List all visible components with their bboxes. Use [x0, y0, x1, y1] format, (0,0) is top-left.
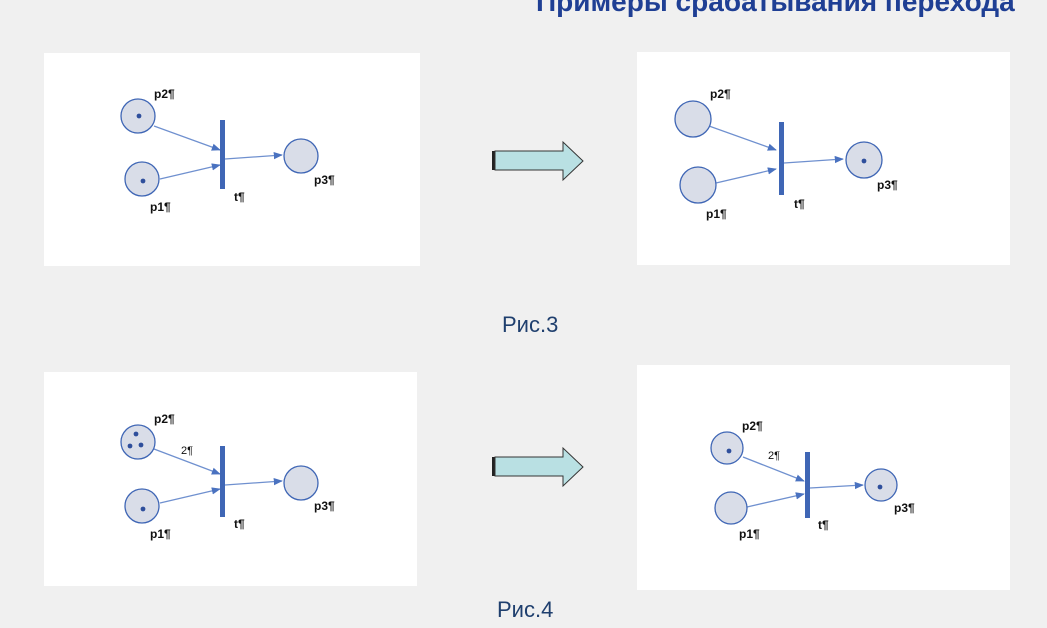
- place-p1: [124, 488, 160, 524]
- edge-p2-t: [153, 125, 221, 151]
- fig4-before-net: 2¶ p2¶ p1¶ p3¶ t¶: [120, 412, 335, 541]
- transition-t: [220, 120, 225, 189]
- token: [133, 431, 139, 437]
- firing-arrow-fig3: [491, 140, 586, 187]
- token: [140, 506, 146, 512]
- place-p2: [710, 431, 744, 465]
- place-p3: [283, 465, 319, 501]
- fig4-before-panel: 2¶ p2¶ p1¶ p3¶ t¶: [44, 372, 417, 586]
- label-p1: p1¶: [150, 200, 171, 214]
- transition-t: [779, 122, 784, 195]
- place-p2: [120, 424, 156, 460]
- label-p1: p1¶: [739, 527, 760, 541]
- fig4-after-net: 2¶ p2¶ p1¶ p3¶ t¶: [710, 419, 915, 541]
- transition-t: [220, 446, 225, 517]
- label-p2: p2¶: [710, 87, 731, 101]
- token: [726, 448, 732, 454]
- label-weight: 2¶: [768, 450, 780, 462]
- edge-t-p3: [224, 477, 283, 486]
- place-p2: [674, 100, 712, 138]
- edge-p2-t: [708, 125, 777, 151]
- label-p3: p3¶: [894, 501, 915, 515]
- fig3-before-net: p2¶ p1¶ p3¶ t¶: [120, 87, 335, 214]
- edge-p1-t: [715, 167, 777, 184]
- fig4-after-panel: 2¶ p2¶ p1¶ p3¶ t¶: [637, 365, 1010, 590]
- token: [127, 443, 133, 449]
- fig3-after-net: p2¶ p1¶ p3¶ t¶: [674, 87, 898, 221]
- token: [861, 158, 867, 164]
- token: [136, 113, 142, 119]
- place-p3: [283, 138, 319, 174]
- label-t: t¶: [234, 517, 245, 531]
- edge-p1-t: [746, 492, 805, 508]
- edge-p1-t: [159, 163, 221, 180]
- caption-fig4: Рис.4: [497, 597, 554, 622]
- label-weight: 2¶: [181, 445, 193, 457]
- label-t: t¶: [794, 197, 805, 211]
- edge-p2-t-weight2: [742, 456, 805, 482]
- firing-arrow-fig4: [491, 446, 586, 493]
- edge-t-p3: [809, 481, 864, 490]
- fig3-before-panel: p2¶ p1¶ p3¶ t¶: [44, 53, 420, 266]
- label-p1: p1¶: [150, 527, 171, 541]
- label-p2: p2¶: [154, 412, 175, 426]
- label-p3: p3¶: [314, 173, 335, 187]
- label-p3: p3¶: [877, 178, 898, 192]
- edge-t-p3: [224, 151, 283, 160]
- token: [140, 178, 146, 184]
- label-p2: p2¶: [154, 87, 175, 101]
- edge-t-p3: [783, 155, 844, 164]
- label-t: t¶: [234, 190, 245, 204]
- place-p1: [679, 166, 717, 204]
- label-t: t¶: [818, 518, 829, 532]
- edge-p2-t-weight2: [153, 448, 221, 475]
- label-p3: p3¶: [314, 499, 335, 513]
- place-p1: [714, 491, 748, 525]
- transition-t: [805, 452, 810, 518]
- edge-p1-t: [159, 487, 221, 504]
- token: [877, 484, 883, 490]
- label-p2: p2¶: [742, 419, 763, 433]
- token: [138, 442, 144, 448]
- page-title: Примеры срабатывания перехода: [536, 0, 1015, 17]
- fig3-after-panel: p2¶ p1¶ p3¶ t¶: [637, 52, 1010, 265]
- caption-fig3: Рис.3: [502, 312, 559, 337]
- label-p1: p1¶: [706, 207, 727, 221]
